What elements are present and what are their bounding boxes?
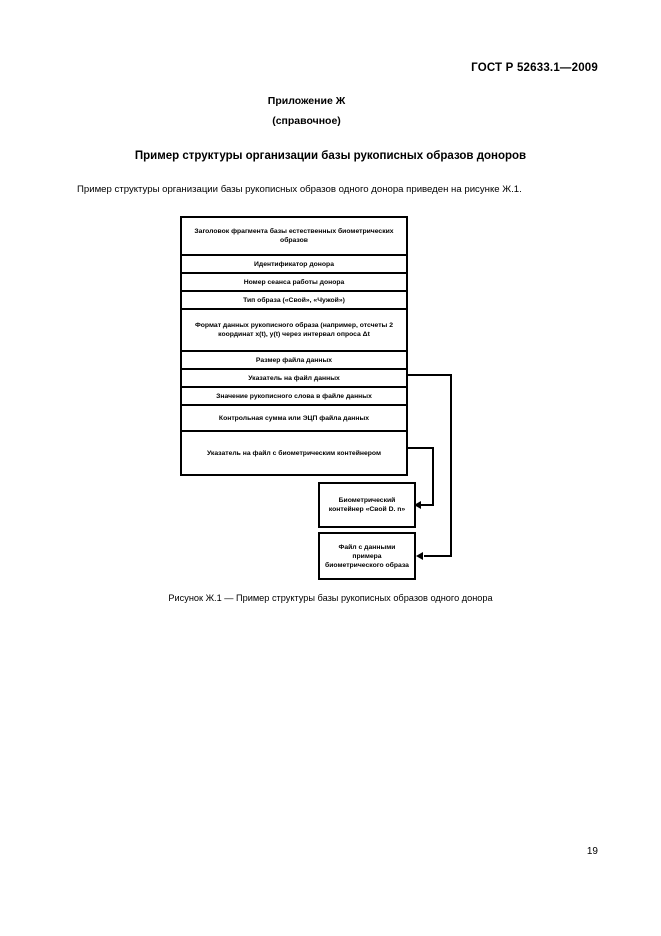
sample-data-file-box: Файл с данными примера биометрического о…	[318, 532, 416, 580]
connector-b-vertical	[432, 447, 434, 506]
connector-b-horizontal-top	[406, 447, 434, 449]
table-row: Размер файла данных	[182, 352, 406, 370]
connector-b-arrowhead-icon	[414, 501, 421, 509]
table-row: Идентификатор донора	[182, 256, 406, 274]
biometric-container-box: Биометрический контейнер «Свой D. n»	[318, 482, 416, 528]
table-row: Указатель на файл с биометрическим конте…	[206, 449, 382, 457]
section-title: Пример структуры организации базы рукопи…	[134, 150, 527, 162]
table-row: Тип образа («Свой», «Чужой»)	[182, 292, 406, 310]
page-number: 19	[586, 846, 598, 857]
table-row: Контрольная сумма или ЭЦП файла данных	[182, 406, 406, 432]
table-row: Заголовок фрагмента базы естественных би…	[182, 218, 406, 256]
annex-subtitle: (справочное)	[272, 115, 341, 127]
table-row: Номер сеанса работы донора	[182, 274, 406, 292]
annex-heading-block: Приложение Ж (справочное)	[0, 95, 661, 127]
connector-a-horizontal-bottom	[424, 555, 452, 557]
connector-a-horizontal-top	[406, 374, 452, 376]
table-row: Значение рукописного слова в файле данны…	[182, 388, 406, 406]
connector-a-arrowhead-icon	[416, 552, 423, 560]
connector-b-horizontal-bottom	[416, 504, 434, 506]
table-row: Формат данных рукописного образа (наприм…	[182, 310, 406, 352]
annex-title: Приложение Ж	[267, 95, 346, 107]
table-row: Указатель на файл данных	[182, 370, 406, 388]
document-header: ГОСТ Р 52633.1—2009	[471, 62, 598, 74]
figure-caption: Рисунок Ж.1 — Пример структуры базы руко…	[168, 593, 493, 603]
intro-paragraph: Пример структуры организации базы рукопи…	[77, 184, 522, 195]
connector-a-vertical	[450, 374, 452, 557]
record-structure-table: Заголовок фрагмента базы естественных би…	[180, 216, 408, 476]
